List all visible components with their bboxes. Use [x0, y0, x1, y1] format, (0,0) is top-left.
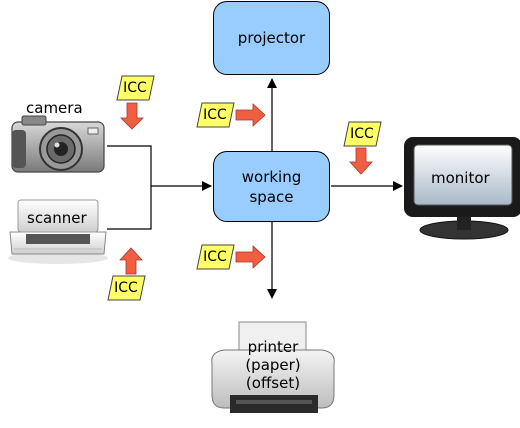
- scanner-label: scanner: [27, 209, 87, 227]
- monitor-label: monitor: [431, 169, 490, 187]
- icc-arrow-projector: [235, 103, 266, 127]
- icc-text-projector: ICC: [203, 107, 227, 123]
- working-space-label-line2: space: [249, 187, 294, 206]
- printer-label-line3: (offset): [245, 374, 301, 392]
- icc-arrow-scanner: [119, 247, 143, 275]
- projector-label: projector: [237, 29, 306, 47]
- projector-node: projector: [213, 1, 330, 75]
- monitor-icon: [404, 137, 520, 240]
- printer-label-line1: printer: [247, 338, 299, 356]
- printer-label: printer (paper) (offset): [238, 338, 308, 392]
- icc-tag-projector: [196, 102, 235, 128]
- connector-inputs: [107, 145, 212, 230]
- icc-tag-monitor: [343, 121, 382, 147]
- icc-arrow-printer: [235, 245, 266, 269]
- icc-arrow-camera: [120, 102, 144, 130]
- printer-icon: [211, 321, 335, 413]
- camera-label: camera: [26, 99, 83, 117]
- working-space-node: working space: [213, 151, 330, 222]
- icc-text-monitor: ICC: [350, 126, 374, 142]
- icc-tag-printer: [196, 244, 235, 270]
- icc-text-scanner: ICC: [114, 280, 138, 296]
- icc-text-camera: ICC: [123, 80, 147, 96]
- scanner-icon: [8, 199, 108, 264]
- working-space-label-line1: working: [241, 167, 302, 186]
- icc-tag-scanner: [107, 275, 146, 301]
- icc-tag-camera: [116, 75, 155, 101]
- printer-label-line2: (paper): [245, 356, 301, 374]
- icc-arrow-monitor: [349, 147, 373, 175]
- camera-icon: [11, 115, 105, 173]
- icc-text-printer: ICC: [203, 249, 227, 265]
